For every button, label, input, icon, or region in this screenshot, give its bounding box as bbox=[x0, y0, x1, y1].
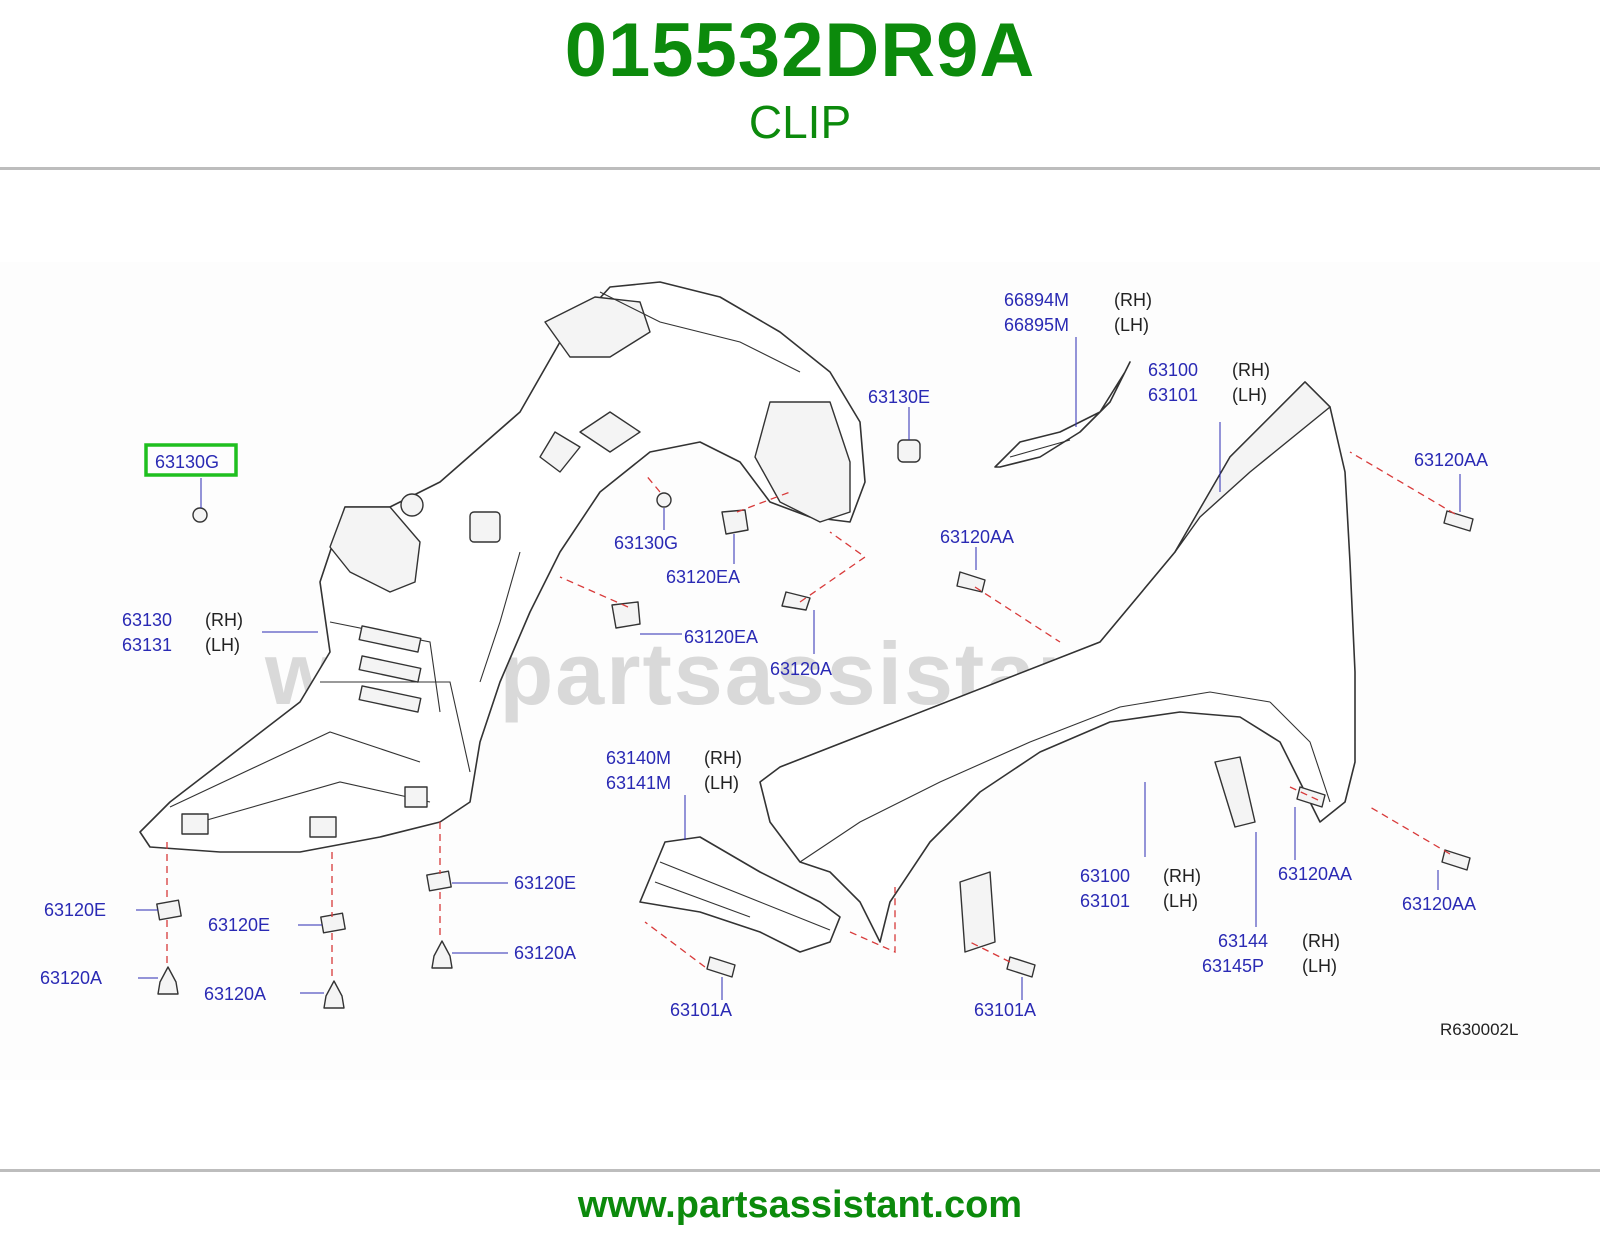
callout-side: (LH) bbox=[1232, 385, 1267, 405]
part-number-title: 015532DR9A bbox=[564, 8, 1036, 93]
clip-63130g-highlighted bbox=[192, 507, 208, 523]
fastener-drawings bbox=[156, 439, 1474, 1009]
callout-label[interactable]: 63120A bbox=[514, 943, 576, 963]
callout-63130g-highlighted[interactable]: 63130G bbox=[155, 452, 219, 472]
callout-label[interactable]: 63120AA bbox=[1278, 864, 1352, 884]
callout-label[interactable]: 66894M bbox=[1004, 290, 1069, 310]
callout-label[interactable]: 63120A bbox=[204, 984, 266, 1004]
diagram-canvas: www.partsassistant.com bbox=[0, 262, 1600, 1080]
callout-side: (LH) bbox=[704, 773, 739, 793]
callout-label[interactable]: 63100 bbox=[1148, 360, 1198, 380]
page-header: 015532DR9A CLIP bbox=[0, 0, 1600, 168]
callout-side: (RH) bbox=[1232, 360, 1270, 380]
part-name-subtitle: CLIP bbox=[748, 96, 852, 148]
callout-label[interactable]: 63100 bbox=[1080, 866, 1130, 886]
callout-label[interactable]: 63120EA bbox=[684, 627, 758, 647]
callout-label[interactable]: 63120AA bbox=[1402, 894, 1476, 914]
callout-label[interactable]: 63141M bbox=[606, 773, 671, 793]
highlight-box bbox=[144, 443, 238, 477]
callout-label[interactable]: 63101 bbox=[1080, 891, 1130, 911]
callout-label[interactable]: 63120E bbox=[514, 873, 576, 893]
callout-label[interactable]: 63120AA bbox=[940, 527, 1014, 547]
footer-url-link[interactable]: www.partsassistant.com bbox=[577, 1184, 1023, 1226]
callout-label[interactable]: 63140M bbox=[606, 748, 671, 768]
callout-label[interactable]: 63120EA bbox=[666, 567, 740, 587]
callout-label[interactable]: 63101A bbox=[974, 1000, 1036, 1020]
fender-panel-drawing bbox=[759, 381, 1356, 953]
footer-divider bbox=[0, 1169, 1600, 1172]
callout-label[interactable]: 63130G bbox=[614, 533, 678, 553]
callout-label[interactable]: 63130 bbox=[122, 610, 172, 630]
callout-side: (RH) bbox=[704, 748, 742, 768]
callout-label[interactable]: 63130E bbox=[868, 387, 930, 407]
header-divider bbox=[0, 167, 1600, 170]
callout-label[interactable]: 63120E bbox=[208, 915, 270, 935]
splash-guard-drawing bbox=[639, 836, 841, 953]
callout-label[interactable]: 63120E bbox=[44, 900, 106, 920]
callout-label[interactable]: 63145P bbox=[1202, 956, 1264, 976]
callout-label[interactable]: 63131 bbox=[122, 635, 172, 655]
callout-side: (RH) bbox=[1163, 866, 1201, 886]
callout-side: (LH) bbox=[1302, 956, 1337, 976]
fender-liner-drawing bbox=[139, 281, 866, 853]
callout-label[interactable]: 63101A bbox=[670, 1000, 732, 1020]
fender-molding-drawing bbox=[994, 361, 1131, 468]
callout-label[interactable]: 66895M bbox=[1004, 315, 1069, 335]
diagram-reference-code: R630002L bbox=[1440, 1020, 1518, 1039]
callout-label[interactable]: 63144 bbox=[1218, 931, 1268, 951]
callout-side: (RH) bbox=[1114, 290, 1152, 310]
callout-side: (LH) bbox=[205, 635, 240, 655]
callout-label[interactable]: 63120AA bbox=[1414, 450, 1488, 470]
callout-label[interactable]: 63120A bbox=[770, 659, 832, 679]
callout-side: (RH) bbox=[1302, 931, 1340, 951]
callout-label[interactable]: 63120A bbox=[40, 968, 102, 988]
callout-label[interactable]: 63101 bbox=[1148, 385, 1198, 405]
callout-side: (RH) bbox=[205, 610, 243, 630]
mounting-lines bbox=[166, 451, 1456, 980]
parts-diagram: www.partsassistant.com bbox=[0, 262, 1600, 1080]
leader-lines bbox=[136, 337, 1461, 1000]
callout-side: (LH) bbox=[1163, 891, 1198, 911]
callout-labels: 63130G 63130 (RH) 63131 (LH) 63130E 6313… bbox=[40, 290, 1488, 1020]
callout-side: (LH) bbox=[1114, 315, 1149, 335]
